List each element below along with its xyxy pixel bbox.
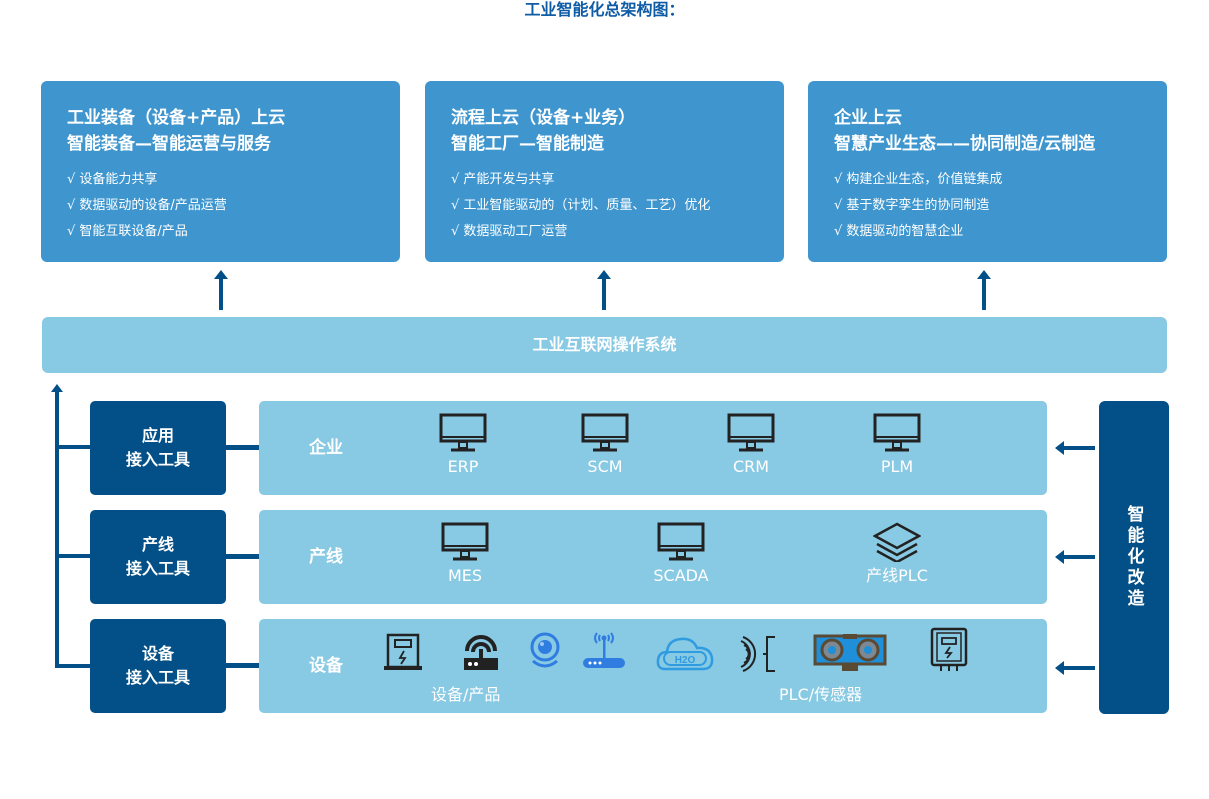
card-bullet: √ 工业智能驱动的（计划、质量、工艺）优化 [451, 198, 711, 213]
system-scm: SCM [555, 413, 655, 477]
system-label: CRM [732, 457, 770, 476]
card-heading: 企业上云 [834, 108, 902, 128]
monitor-icon [657, 522, 705, 561]
card-bullet: √ 数据驱动的设备/产品运营 [67, 198, 227, 213]
device-group-label: PLC/传感器 [779, 685, 863, 704]
card-bullet: √ 产能开发与共享 [451, 172, 555, 187]
card-subheading: 智能工厂—智能制造 [451, 134, 604, 154]
monitor-icon [873, 413, 921, 452]
app-access-tool: 应用 接入工具 [90, 401, 226, 495]
device-group-label: 设备/产品 [431, 685, 501, 704]
card-heading: 工业装备（设备+产品）上云 [67, 108, 286, 128]
smart-transformation-label: 智能化改造 [1123, 505, 1144, 610]
signal-sensor-icon [740, 636, 775, 672]
tool-line-1: 设备 [141, 644, 174, 663]
tool-line-2: 接入工具 [125, 668, 190, 687]
card-bullet: √ 构建企业生态，价值链集成 [834, 172, 1003, 187]
layer-name: 企业 [309, 438, 343, 458]
card-bullet: √ 智能互联设备/产品 [67, 224, 188, 239]
tool-line-1: 产线 [141, 535, 174, 554]
system-label: SCADA [653, 566, 709, 585]
system-erp: ERP [413, 413, 513, 477]
layer-name: 产线 [309, 547, 343, 567]
connector-line [226, 554, 259, 559]
system-scada: SCADA [631, 522, 731, 586]
card-subheading: 智慧产业生态——协同制造/云制造 [834, 134, 1096, 154]
arrow-up-icon [214, 270, 228, 310]
layer-enterprise: 企业 ERP SCM CRM PLM [259, 401, 1047, 495]
arrow-left-icon [1055, 661, 1095, 675]
top-card-enterprise-cloud: 企业上云 智慧产业生态——协同制造/云制造 √ 构建企业生态，价值链集成 √ 基… [808, 81, 1167, 262]
antenna-router-icon [583, 632, 625, 668]
system-label: MES [447, 566, 483, 585]
system-plm: PLM [847, 413, 947, 477]
system-label: SCM [587, 457, 623, 476]
smart-transformation-block: 智能化改造 [1099, 401, 1169, 714]
top-card-process-cloud: 流程上云（设备+业务） 智能工厂—智能制造 √ 产能开发与共享 √ 工业智能驱动… [425, 81, 784, 262]
arrow-up-icon [597, 270, 611, 310]
monitor-icon [581, 413, 629, 452]
tool-line-2: 接入工具 [125, 559, 190, 578]
system-crm: CRM [701, 413, 801, 477]
layer-name: 设备 [309, 656, 343, 676]
device-access-tool: 设备 接入工具 [90, 619, 226, 713]
card-heading: 流程上云（设备+业务） [451, 108, 636, 128]
arrow-left-icon [1055, 441, 1095, 455]
monitor-icon [439, 413, 487, 452]
card-bullet: √ 数据驱动的智慧企业 [834, 224, 964, 239]
card-bullet: √ 设备能力共享 [67, 172, 158, 187]
system-label: PLM [880, 457, 914, 476]
layers-icon [873, 522, 921, 562]
arrow-up-icon [977, 270, 991, 310]
top-card-equipment-cloud: 工业装备（设备+产品）上云 智能装备—智能运营与服务 √ 设备能力共享 √ 数据… [41, 81, 400, 262]
tool-line-2: 接入工具 [125, 450, 190, 469]
left-connector-arrow [51, 384, 94, 668]
electric-meter-icon [930, 627, 968, 671]
system-mes: MES [415, 522, 515, 586]
card-bullet: √ 基于数字孪生的协同制造 [834, 198, 990, 213]
tool-line-1: 应用 [141, 426, 174, 445]
system-line-plc: 产线PLC [847, 522, 947, 586]
card-bullet: √ 数据驱动工厂运营 [451, 224, 568, 239]
industrial-internet-os-bar: 工业互联网操作系统 [42, 317, 1167, 373]
system-label: 产线PLC [866, 566, 928, 585]
connector-line [226, 445, 259, 450]
monitor-icon [727, 413, 775, 452]
system-label: ERP [447, 457, 479, 476]
wifi-router-icon [464, 635, 498, 670]
svg-text:H2O: H2O [675, 655, 696, 666]
line-access-tool: 产线 接入工具 [90, 510, 226, 604]
layer-device: 设备 设备/产品 H2O [259, 619, 1047, 713]
layer-production-line: 产线 MES SCADA 产线PLC [259, 510, 1047, 604]
monitor-icon [441, 522, 489, 561]
power-cabinet-icon [384, 633, 422, 670]
arrow-left-icon [1055, 550, 1095, 564]
ultrasonic-sensor-icon [813, 634, 887, 671]
h2o-cloud-icon: H2O [656, 637, 714, 671]
connector-line [226, 663, 259, 668]
os-bar-label: 工业互联网操作系统 [532, 335, 677, 354]
card-subheading: 智能装备—智能运营与服务 [67, 134, 271, 154]
diagram-title: 工业智能化总架构图： [524, 0, 685, 19]
webcam-icon [530, 632, 560, 668]
